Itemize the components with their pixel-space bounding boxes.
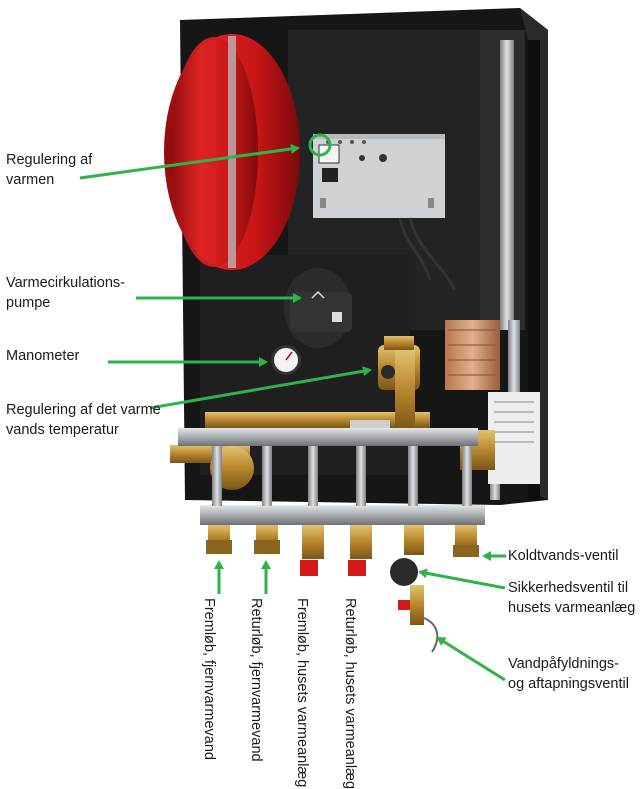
label-line: Sikkerhedsventil til bbox=[508, 580, 629, 596]
heat-exchanger bbox=[445, 320, 500, 390]
arrow-regulering-varmen bbox=[79, 144, 300, 180]
label-returloeb-fjernvarme: Returløb, fjernvarmevand bbox=[247, 598, 265, 762]
label-regulering-temperatur: Regulering af det varme vands temperatur bbox=[6, 400, 161, 440]
arrow-vandpaafyldning bbox=[436, 636, 506, 682]
label-manometer: Manometer bbox=[6, 346, 79, 366]
label-regulering-varmen: Regulering af varmen bbox=[6, 150, 92, 190]
label-line: Regulering af bbox=[6, 152, 93, 168]
label-line: fjernvarmevand bbox=[201, 660, 217, 760]
label-line: Fremløb, bbox=[201, 598, 217, 656]
label-line: Returløb, bbox=[342, 598, 358, 658]
label-returloeb-hus: Returløb, husets varmeanlæg bbox=[341, 598, 359, 789]
label-koldtvands-ventil: Koldtvands-ventil bbox=[508, 546, 618, 566]
circulation-pump bbox=[284, 268, 352, 348]
label-line: pumpe bbox=[6, 295, 51, 311]
outlet-fittings bbox=[206, 525, 479, 653]
annotation-arrows bbox=[79, 133, 506, 682]
label-line: Vandpåfyldnings- bbox=[508, 656, 619, 672]
label-line: Koldtvands-ventil bbox=[508, 548, 619, 564]
label-vandpaafyldning: Vandpåfyldnings- og aftapningsventil bbox=[508, 654, 629, 694]
label-fremloeb-hus: Fremløb, husets varmeanlæg bbox=[293, 598, 311, 787]
type-label-sticker bbox=[488, 392, 540, 484]
label-line: vands temperatur bbox=[6, 422, 119, 438]
label-line: Manometer bbox=[6, 348, 80, 364]
label-line: og aftapningsventil bbox=[508, 676, 629, 692]
controller-highlight-circle bbox=[308, 133, 332, 157]
label-line: fjernvarmevand bbox=[248, 661, 264, 762]
unit-photo bbox=[79, 8, 548, 682]
label-varmecirkulationspumpe: Varmecirkulations- pumpe bbox=[6, 273, 125, 313]
label-line: Regulering af det varme bbox=[6, 402, 161, 418]
label-line: Returløb, bbox=[248, 598, 264, 658]
label-line: Fremløb, bbox=[294, 598, 310, 656]
label-line: Varmecirkulations- bbox=[6, 275, 125, 291]
arrow-temperatur bbox=[149, 366, 372, 410]
label-line: husets varmeanlæg bbox=[294, 660, 310, 788]
arrow-sikkerhed bbox=[418, 568, 506, 590]
label-fremloeb-fjernvarme: Fremløb, fjernvarmevand bbox=[200, 598, 218, 760]
label-line: husets varmeanlæg bbox=[342, 661, 358, 789]
label-sikkerhedsventil: Sikkerhedsventil til husets varmeanlæg bbox=[508, 578, 635, 618]
label-line: husets varmeanlæg bbox=[508, 600, 636, 616]
expansion-tank bbox=[164, 34, 300, 270]
district-heating-unit-diagram: Regulering af varmen Varmecirkulations- … bbox=[6, 8, 635, 789]
manifold bbox=[178, 428, 485, 525]
manometer-gauge bbox=[271, 345, 301, 375]
label-line: varmen bbox=[6, 172, 55, 188]
